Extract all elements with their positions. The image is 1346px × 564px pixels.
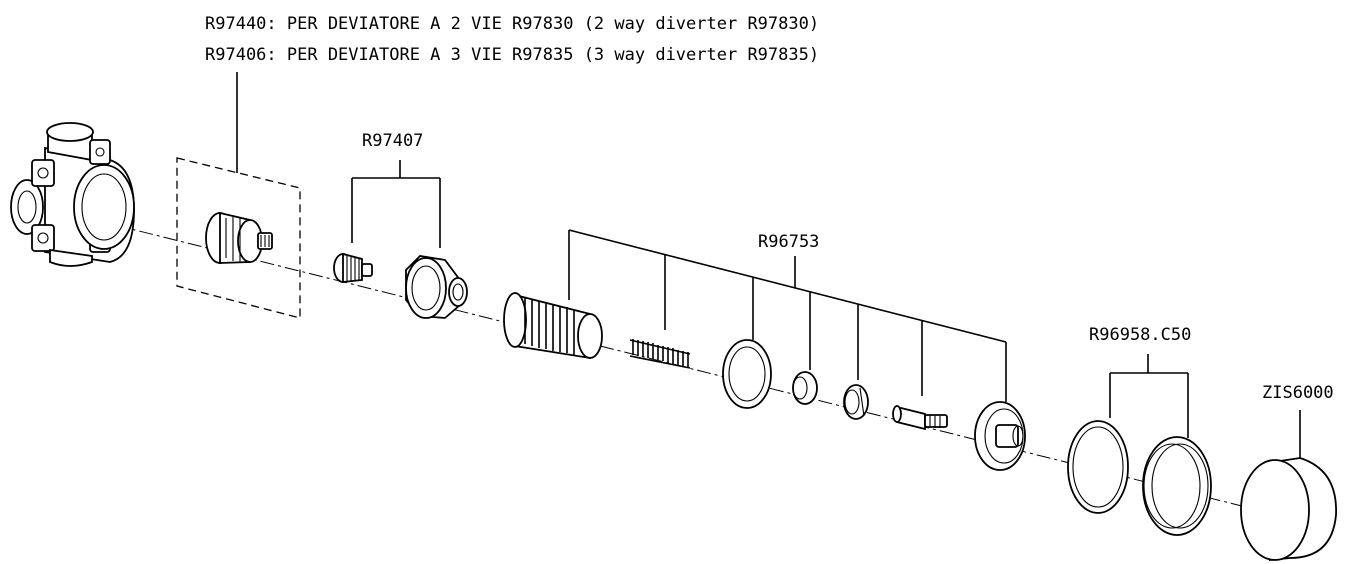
diverter-cartridge xyxy=(205,211,273,264)
coil-spring xyxy=(629,339,691,369)
hex-nut xyxy=(405,255,468,319)
knob-cap xyxy=(1240,457,1337,562)
small-ring xyxy=(792,371,818,405)
trim-ring xyxy=(1142,436,1212,536)
diverter-cartridge-dashed-box xyxy=(176,157,301,319)
callout-zis6000: ZIS6000 xyxy=(1262,383,1334,403)
header-line-2: R97406: PER DEVIATORE A 3 VIE R97835 (3 … xyxy=(205,45,819,65)
flange-disk xyxy=(974,401,1026,471)
callout-r96753: R96753 xyxy=(758,232,819,252)
header-line-1: R97440: PER DEVIATORE A 2 VIE R97830 (2 … xyxy=(205,14,819,34)
callout-r97407: R97407 xyxy=(362,131,423,151)
callout-r96958: R96958.C50 xyxy=(1089,325,1191,345)
flat-washer xyxy=(722,339,772,409)
spring-sleeve xyxy=(503,292,603,360)
small-threaded-nut xyxy=(333,252,373,283)
shaft-pin xyxy=(892,405,948,431)
valve-body xyxy=(10,122,135,267)
small-bushing xyxy=(843,384,869,420)
o-ring xyxy=(1067,420,1129,514)
bracket-r96958 xyxy=(1109,354,1189,438)
bracket-r97407 xyxy=(351,160,441,248)
bracket-r96753 xyxy=(568,229,1007,402)
